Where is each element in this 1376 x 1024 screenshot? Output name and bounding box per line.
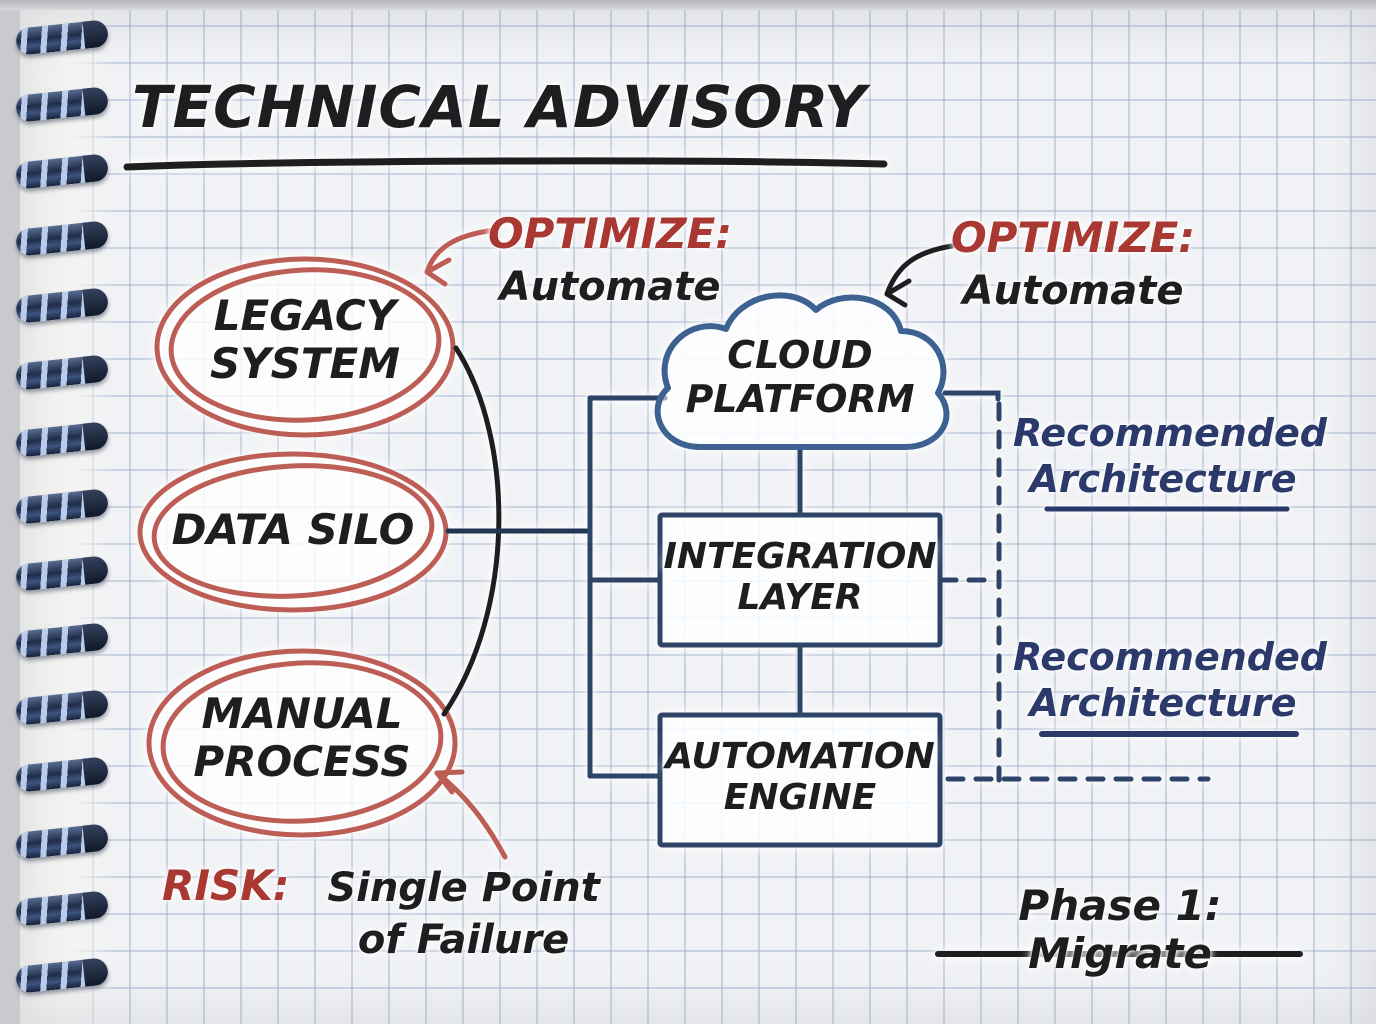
spiral-coil — [14, 823, 110, 860]
risk-annotation: RISK: Single Point of Failure — [162, 861, 624, 966]
optimize-left-label: OPTIMIZE: — [487, 209, 733, 258]
node-data-silo: DATA SILO — [171, 505, 415, 554]
notepad-edge — [0, 0, 1376, 10]
title-underline — [123, 157, 888, 171]
phase-annotation: Phase 1: Migrate — [1018, 881, 1222, 979]
spiral-coil — [14, 220, 110, 257]
risk-arrow — [434, 769, 508, 860]
node-integration-layer: INTEGRATION LAYER — [663, 536, 937, 619]
spiral-coil — [14, 19, 110, 56]
risk-value: Single Point of Failure — [327, 865, 600, 963]
dashed-corner-cloud — [942, 390, 1001, 402]
spiral-coil — [14, 421, 110, 458]
spiral-coil — [14, 756, 110, 793]
node-manual-process: MANUAL PROCESS — [193, 689, 411, 787]
optimize-right-value: Automate — [962, 268, 1184, 314]
spiral-coil — [14, 890, 110, 927]
spiral-coil — [14, 488, 110, 525]
node-legacy-system: LEGACY SYSTEM — [209, 291, 401, 389]
node-cloud-platform: CLOUD PLATFORM — [685, 333, 915, 421]
optimize-right-arrow — [884, 243, 955, 308]
optimize-left-arrow — [424, 227, 498, 287]
spiral-coil — [14, 689, 110, 726]
spiral-coil — [14, 86, 110, 123]
spiral-binding — [4, 19, 124, 1024]
grouping-arc — [441, 345, 502, 717]
legacy-system-ellipse — [154, 256, 456, 438]
automation-engine-box — [657, 712, 943, 848]
spiral-coil — [14, 354, 110, 391]
risk-label: RISK: — [162, 861, 290, 910]
recommended-architecture-bottom: Recommended Architecture — [1013, 635, 1327, 726]
spiral-coil — [14, 153, 110, 190]
recommended-architecture-top: Recommended Architecture — [1013, 411, 1327, 502]
spiral-coil — [14, 287, 110, 324]
optimize-left-value: Automate — [499, 264, 721, 310]
manual-process-ellipse — [146, 648, 458, 838]
optimize-right-label: OPTIMIZE: — [950, 213, 1196, 262]
spiral-coil — [14, 957, 110, 994]
spiral-coil — [14, 555, 110, 592]
node-automation-engine: AUTOMATION ENGINE — [665, 736, 935, 819]
spiral-coil — [14, 622, 110, 659]
cloud-platform-shape — [654, 292, 950, 450]
page-title: TECHNICAL ADVISORY — [132, 73, 867, 141]
